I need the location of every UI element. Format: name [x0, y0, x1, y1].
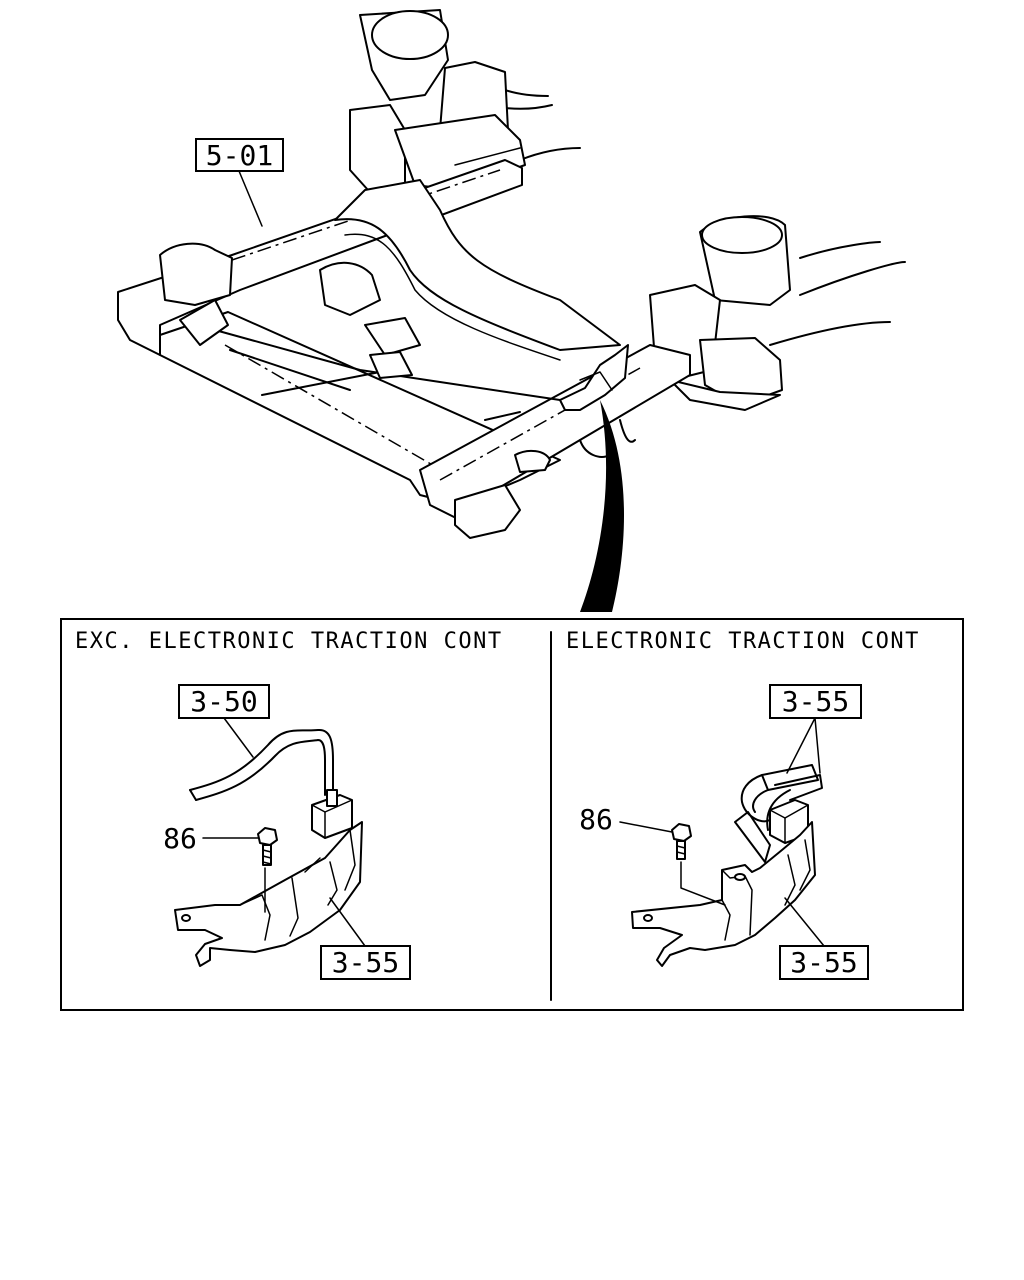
callout-3-50: 3-50	[178, 684, 270, 758]
callout-label: 3-50	[190, 685, 257, 718]
callout-3-55-left: 3-55	[320, 897, 411, 980]
callout-label: 86	[579, 803, 613, 836]
callout-label: 3-55	[332, 946, 399, 979]
frame-assembly-drawing	[117, 9, 906, 612]
callout-label: 86	[163, 822, 197, 855]
callout-label: 3-55	[782, 685, 849, 718]
section-title-left: EXC. ELECTRONIC TRACTION CONT	[75, 629, 503, 654]
callout-label: 3-55	[790, 946, 857, 979]
right-detail-drawing	[631, 764, 823, 967]
callout-3-55-right-bottom: 3-55	[779, 897, 869, 980]
callout-5-01: 5-01	[195, 138, 284, 227]
callout-86-right: 86	[579, 803, 673, 836]
callout-label: 5-01	[206, 139, 273, 172]
callout-86-left: 86	[163, 822, 259, 855]
left-detail-drawing	[174, 728, 363, 967]
section-title-right: ELECTRONIC TRACTION CONT	[566, 629, 920, 654]
callout-3-55-right-top: 3-55	[769, 684, 862, 774]
